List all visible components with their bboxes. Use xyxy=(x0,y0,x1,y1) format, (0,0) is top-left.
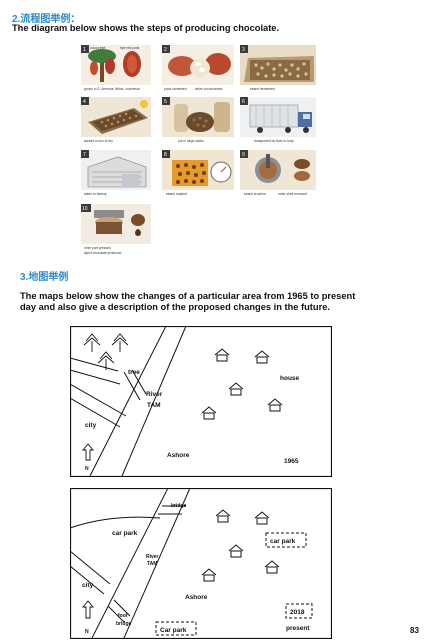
tree-icon xyxy=(83,333,101,352)
step-8-panel: 8 beans roasted xyxy=(162,150,234,196)
map-present-north-label: N xyxy=(85,629,89,635)
river-bank-right xyxy=(123,488,191,639)
step-10-caption-a: inner part pressed xyxy=(84,246,111,250)
map-present-car-park-bottom-label: Car park xyxy=(160,627,187,634)
house-icon xyxy=(264,560,280,574)
tree-icon xyxy=(97,351,115,370)
step-5-caption: put in large sacks xyxy=(178,139,204,143)
north-arrow-icon xyxy=(82,443,94,461)
house-icon xyxy=(254,511,270,525)
step-4-caption: spread in sun to dry xyxy=(84,139,113,143)
page-number: 83 xyxy=(410,626,419,635)
map-1965-frame xyxy=(70,326,332,477)
map-present-bridge-label: bridge xyxy=(171,503,186,509)
house-icon xyxy=(201,406,217,420)
map-1965: N tree River TAM house city Ashore 1965 xyxy=(70,326,332,477)
step-1-caption-c: grown in S. America, Africa, Indonesia xyxy=(84,87,140,91)
step-2-caption-b: white cocoa beans xyxy=(195,87,223,91)
map-present-foot-label: foot xyxy=(118,613,128,619)
map-present-car-park-left-label: car park xyxy=(112,530,138,537)
step-9-number: 9 xyxy=(242,152,245,158)
step-6-number: 6 xyxy=(242,99,245,105)
map-present-river-label-1: River xyxy=(146,554,159,560)
step-9-panel: 9 beans crushed outer shell removed xyxy=(240,150,316,196)
map-present-year-badge: 2018 xyxy=(290,609,305,616)
map-present-houses xyxy=(201,509,280,582)
river-bank-right xyxy=(121,326,187,477)
map-1965-city-label: city xyxy=(85,422,97,429)
map-1965-river-label-1: River xyxy=(146,391,163,398)
river-bank-left xyxy=(89,326,167,477)
step-9-caption-b: outer shell removed xyxy=(278,192,307,196)
house-icon xyxy=(214,348,230,362)
step-8-number: 8 xyxy=(164,152,167,158)
step-8-caption: beans roasted xyxy=(166,192,187,196)
map-subtitle-line2: day and also give a description of the p… xyxy=(20,302,330,312)
year-badge-frame xyxy=(285,603,313,619)
map-present-ashore-label: Ashore xyxy=(185,594,208,601)
step-1-panel: 1 cocoa tree ripe red pods grown in S. A… xyxy=(81,45,151,91)
step-10-number: 10 xyxy=(82,206,88,212)
map-1965-house-label: house xyxy=(280,375,300,382)
map-present-river-label-2: TAM xyxy=(147,561,157,567)
map-present-city-label: city xyxy=(82,582,94,589)
map-present-frame xyxy=(70,488,332,639)
section-heading-flowchart: 2.流程图举例： xyxy=(12,14,81,25)
map-present-year-label: present xyxy=(286,625,310,632)
river-bank-left xyxy=(91,488,169,639)
chocolate-process-diagram: 1 cocoa tree ripe red pods grown in S. A… xyxy=(81,45,316,255)
house-icon xyxy=(215,509,231,523)
tree-icon xyxy=(111,333,129,352)
map-1965-trees xyxy=(83,333,129,370)
step-1-number: 1 xyxy=(83,47,86,53)
step-7-number: 7 xyxy=(83,152,86,158)
section-heading-map: 3.地图举例 xyxy=(20,272,69,283)
step-10-panel: 10 inner part pressed liquid chocolate p… xyxy=(81,204,151,255)
map-subtitle-line1: The maps below show the changes of a par… xyxy=(20,291,356,301)
step-10-caption-b: liquid chocolate produced xyxy=(84,251,122,255)
step-1-caption-b: ripe red pods xyxy=(120,46,140,50)
step-3-panel: 3 beans fermented xyxy=(240,45,316,91)
step-2-caption-a: pods harvested xyxy=(164,87,187,91)
step-5-number: 5 xyxy=(164,99,167,105)
step-4-panel: 4 spread in sun to dry xyxy=(81,97,151,143)
map-1965-year-label: 1965 xyxy=(284,458,299,465)
map-1965-houses xyxy=(201,348,283,420)
map-1965-north-label: N xyxy=(85,466,89,472)
map-1965-tree-label: tree xyxy=(128,369,140,376)
map-present-footbridge-label: bridge xyxy=(116,621,131,627)
step-3-number: 3 xyxy=(242,47,245,53)
step-1-caption-a: cocoa tree xyxy=(90,46,106,50)
step-2-number: 2 xyxy=(164,47,167,53)
map-present: N bridge car park car park Car park Rive… xyxy=(70,488,332,639)
north-arrow-icon xyxy=(82,600,94,619)
step-7-caption: taken to factory xyxy=(84,192,107,196)
house-icon xyxy=(228,544,244,558)
car-park-planned-bottom xyxy=(155,621,197,636)
step-5-panel: 5 put in large sacks xyxy=(162,97,234,143)
map-present-car-park-right-label: car park xyxy=(270,538,296,545)
step-2-panel: 2 pods harvested white cocoa beans xyxy=(162,45,234,91)
house-icon xyxy=(201,568,217,582)
step-9-caption-a: beans crushed xyxy=(244,192,266,196)
step-6-panel: 6 transported by train or lorry xyxy=(240,97,316,143)
map-1965-ashore-label: Ashore xyxy=(167,452,190,459)
step-7-panel: 7 taken to factory xyxy=(81,150,151,196)
house-icon xyxy=(267,398,283,412)
house-icon xyxy=(228,382,244,396)
car-park-planned-right xyxy=(265,532,307,548)
step-6-caption: transported by train or lorry xyxy=(254,139,294,143)
map-1965-river-label-2: TAM xyxy=(147,402,161,409)
map-1965-roads xyxy=(70,357,147,428)
diagram-subtitle: The diagram below shows the steps of pro… xyxy=(12,23,280,33)
step-3-caption: beans fermented xyxy=(250,87,275,91)
house-icon xyxy=(254,350,270,364)
step-4-number: 4 xyxy=(83,99,86,105)
